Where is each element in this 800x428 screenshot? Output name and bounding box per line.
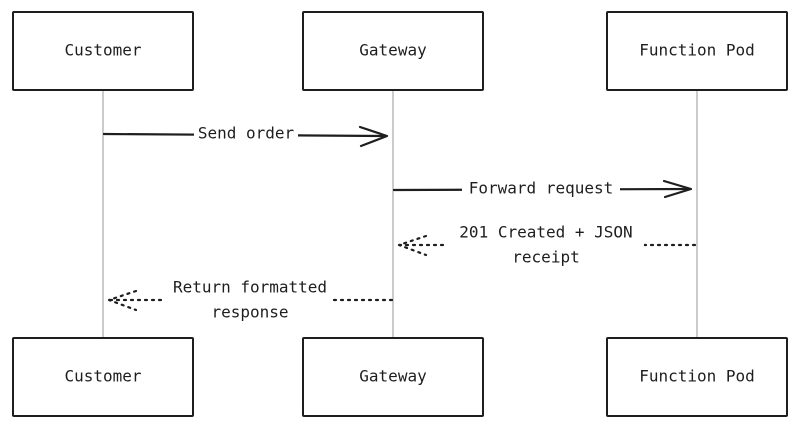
actor-customer-bottom-label: Customer <box>64 367 141 386</box>
actor-gateway-bottom[interactable]: Gateway <box>302 337 484 417</box>
message-forward-request: Forward request <box>392 177 693 201</box>
message-201-created-label-line-2: receipt <box>512 248 579 267</box>
actor-function-pod-bottom-label: Function Pod <box>639 367 755 386</box>
actor-gateway-bottom-label: Gateway <box>359 367 427 386</box>
message-send-order: Send order <box>102 122 389 148</box>
actor-gateway-top[interactable]: Gateway <box>302 11 484 91</box>
actor-function-pod-bottom[interactable]: Function Pod <box>606 337 788 417</box>
message-return-response-label-line-2: response <box>211 303 288 322</box>
message-201-created-label-line-1: 201 Created + JSON <box>459 223 632 242</box>
actor-function-pod-top-label: Function Pod <box>639 41 755 60</box>
actor-customer-top-label: Customer <box>64 41 141 60</box>
actor-function-pod-top[interactable]: Function Pod <box>606 11 788 91</box>
actor-gateway-top-label: Gateway <box>359 41 427 60</box>
message-201-created: 201 Created + JSON receipt <box>397 220 697 268</box>
message-forward-request-label: Forward request <box>469 179 614 198</box>
message-send-order-label: Send order <box>198 124 295 143</box>
actor-customer-bottom[interactable]: Customer <box>12 337 194 417</box>
message-return-response-label-line-1: Return formatted <box>173 278 327 297</box>
message-return-response: Return formatted response <box>107 276 394 324</box>
actor-customer-top[interactable]: Customer <box>12 11 194 91</box>
